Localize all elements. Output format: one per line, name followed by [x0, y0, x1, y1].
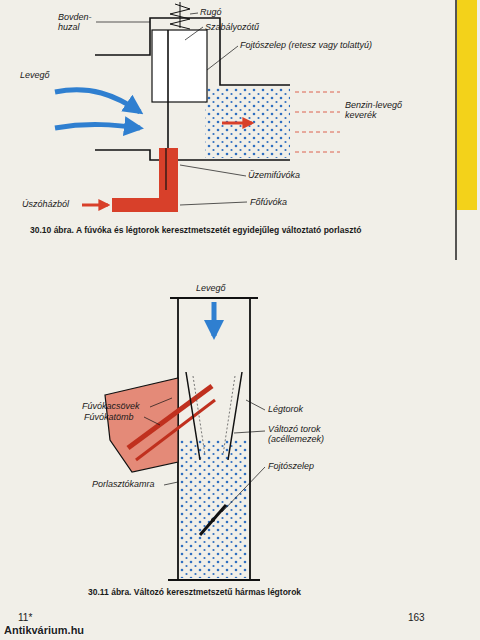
part-label: Fojtószelep	[268, 461, 314, 471]
part-label: Rugó	[200, 7, 222, 17]
jet-block	[105, 378, 178, 472]
part-label: Légtorok	[268, 404, 303, 414]
part-label: Változó torok (acéllemezek)	[268, 424, 340, 445]
page-edge	[455, 0, 457, 260]
part-label: Üzemifúvóka	[248, 170, 300, 180]
venturi	[186, 372, 242, 460]
figure-30-10	[55, 2, 340, 212]
yellow-strip	[457, 0, 477, 210]
part-label: Fúvókatömb	[84, 412, 134, 422]
watermark: Antikvárium.hu	[4, 624, 84, 637]
figure-30-11	[105, 298, 265, 580]
part-label: Fúvókacsövek	[82, 401, 140, 411]
part-label: Szabályozótű	[205, 22, 259, 32]
signature-mark: 11*	[18, 612, 32, 624]
figure-caption: 30.10 ábra. A fúvóka és légtorok kereszt…	[30, 226, 440, 236]
flow-label: Benzin-levegő keverék	[345, 100, 425, 121]
flow-label: Úszóházból	[22, 199, 69, 209]
throttle-plate	[200, 505, 226, 535]
figure-caption: 30.11 ábra. Változó keresztmetszetű hárm…	[88, 588, 448, 598]
fuel-pipe	[112, 198, 178, 212]
part-label: Főfúvóka	[250, 197, 287, 207]
slide-throttle	[152, 30, 207, 102]
flow-label: Levegő	[196, 283, 226, 293]
part-label: Porlasztókamra	[92, 479, 155, 489]
page-number: 163	[408, 612, 425, 624]
flow-label: Levegő	[20, 70, 50, 80]
part-label: Bovden-huzal	[58, 12, 96, 33]
part-label: Fojtószelep (retesz vagy tolattyú)	[240, 40, 372, 50]
